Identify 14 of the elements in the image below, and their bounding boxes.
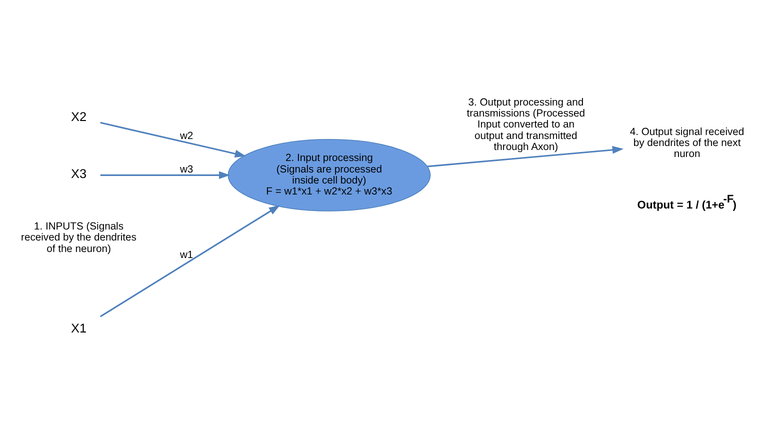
node-text: X3 (70, 166, 87, 181)
edge-label: w1 (180, 250, 194, 261)
node-text: X1 (70, 320, 87, 336)
arrow (428, 146, 624, 167)
arrow (100, 204, 280, 317)
edge-label: w3 (180, 164, 194, 175)
arrow (100, 121, 246, 157)
node-ellipse: 2. Input processing (Signals are processed inside cell body) F = w1*x1 + w2*x2 + w3*x3 (228, 138, 431, 211)
node-text: 4. Output signal received by dendrites of the next nuron (630, 126, 744, 160)
arrow (100, 170, 230, 179)
label: 1. INPUTS (Signals received by the dendrites of the neuron) (21, 221, 136, 254)
edge-label: 3. Output processing and transmissions (Processed Input converted to an output and transmitted through Axon) (466, 96, 586, 153)
edge-label: w2 (180, 130, 194, 142)
node-text: X2 (70, 108, 87, 124)
